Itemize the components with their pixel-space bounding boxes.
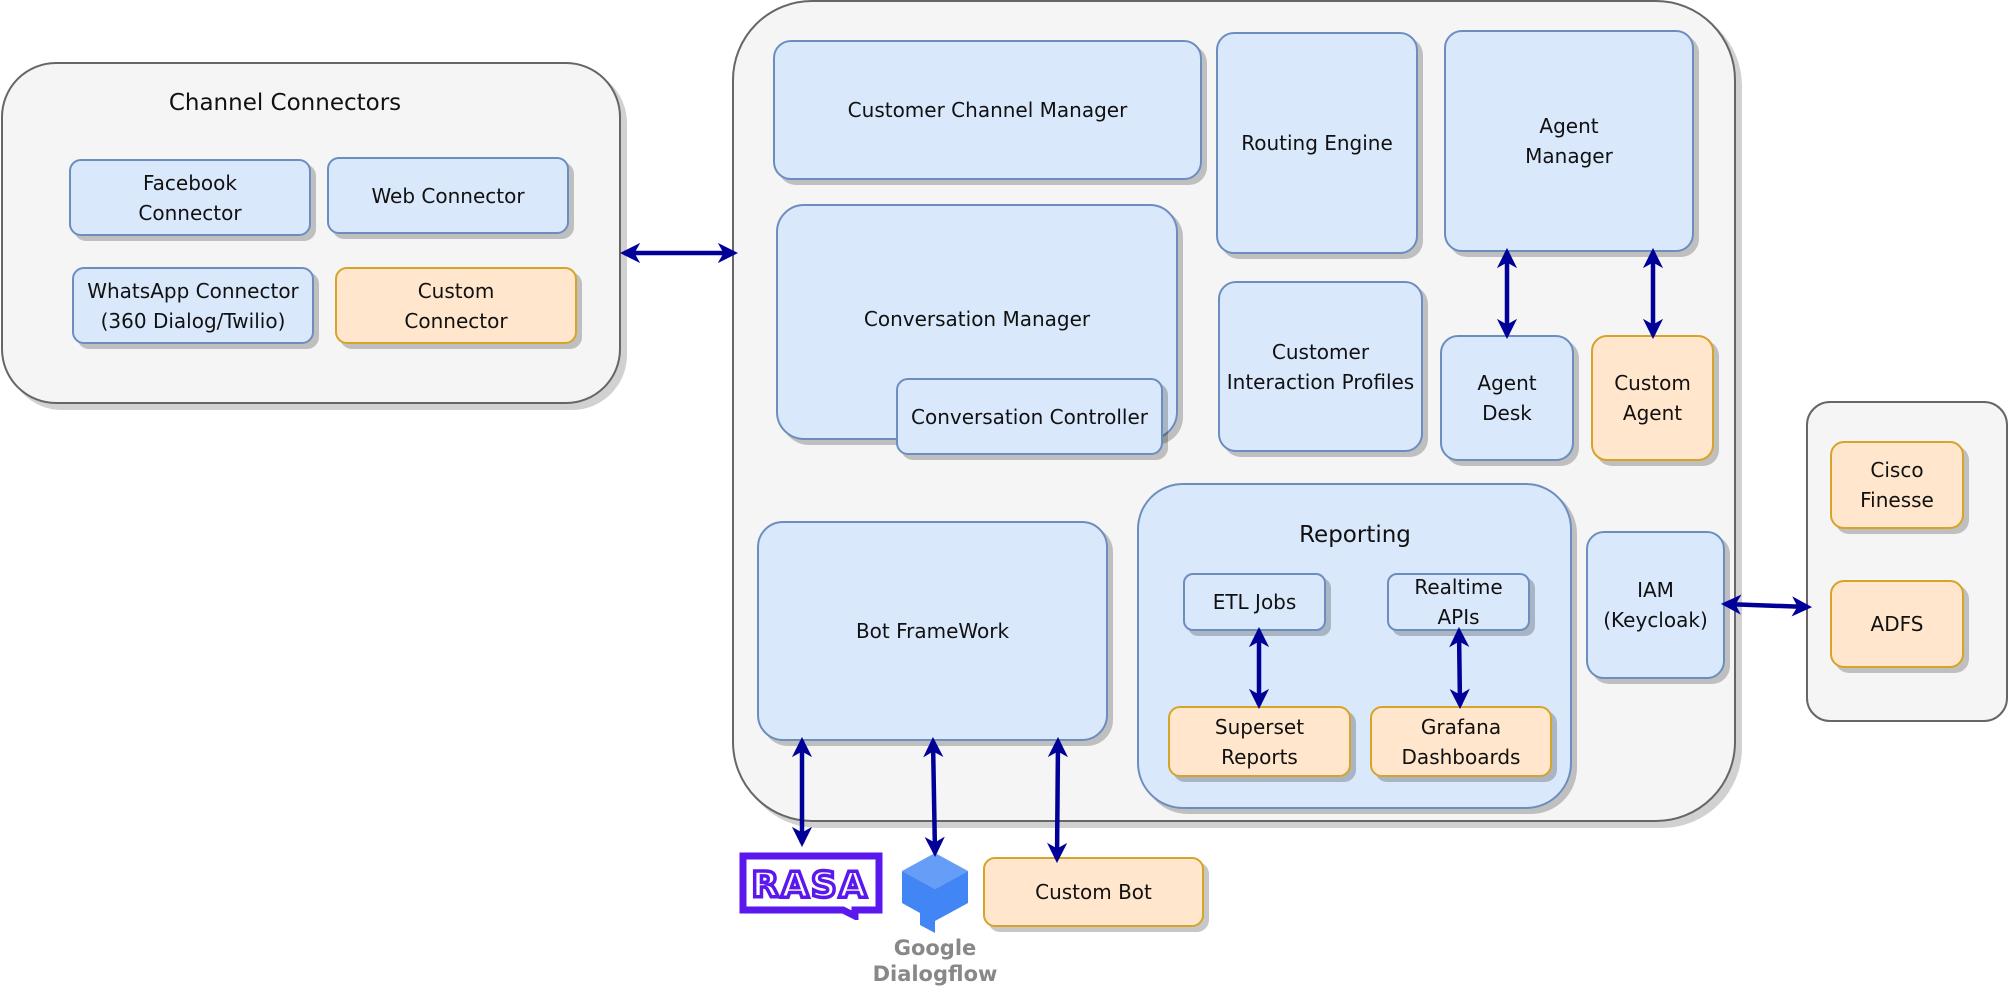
custom-agent: Custom Agent xyxy=(1591,335,1714,461)
agent-manager: Agent Manager xyxy=(1444,30,1694,252)
rasa-logo-text: RASA xyxy=(751,865,868,906)
dialogflow-icon xyxy=(902,853,968,933)
iam-keycloak: IAM (Keycloak) xyxy=(1586,531,1725,679)
dialogflow-label: Google Dialogflow xyxy=(872,936,998,986)
arrow-iam-to-external-auth xyxy=(1720,594,1813,617)
conversation-manager-label: Conversation Manager xyxy=(863,307,1091,331)
cisco-finesse: Cisco Finesse xyxy=(1830,441,1964,529)
arrow-bot-framework-to-custom-bot xyxy=(1047,736,1068,864)
custom-connector: Custom Connector xyxy=(335,267,577,344)
agent-desk: Agent Desk xyxy=(1440,335,1574,461)
custom-bot: Custom Bot xyxy=(983,857,1204,927)
adfs: ADFS xyxy=(1830,580,1964,668)
arrow-realtime-to-grafana xyxy=(1449,626,1470,710)
arrow-bot-framework-to-dialogflow xyxy=(923,736,945,858)
realtime-apis: Realtime APIs xyxy=(1387,573,1530,631)
superset-reports: Superset Reports xyxy=(1168,706,1351,777)
channel-connectors-title: Channel Connectors xyxy=(168,90,402,116)
reporting-title: Reporting xyxy=(1299,522,1411,548)
whatsapp-connector: WhatsApp Connector (360 Dialog/Twilio) xyxy=(72,267,314,344)
rasa-logo: RASA xyxy=(739,852,883,920)
customer-channel-manager: Customer Channel Manager xyxy=(773,40,1202,180)
routing-engine: Routing Engine xyxy=(1216,32,1418,254)
conversation-controller: Conversation Controller xyxy=(896,378,1163,455)
facebook-connector: Facebook Connector xyxy=(69,159,311,236)
web-connector: Web Connector xyxy=(327,157,569,234)
bot-framework: Bot FrameWork xyxy=(757,521,1108,741)
customer-interaction-profiles: Customer Interaction Profiles xyxy=(1218,281,1423,452)
